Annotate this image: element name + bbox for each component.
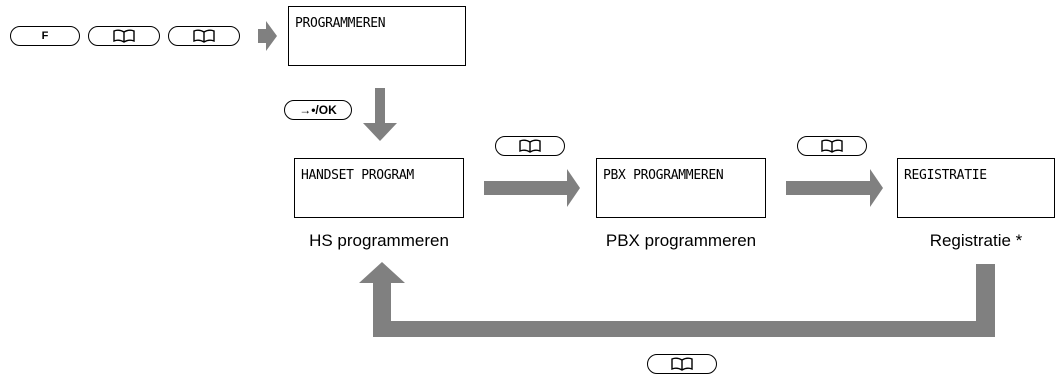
ok-key: →•/OK	[284, 100, 352, 120]
phonebook-key-4	[797, 136, 867, 156]
book-icon	[192, 29, 216, 43]
screen-registratie: REGISTRATIE	[897, 158, 1055, 218]
screen-programmeren-text: PROGRAMMEREN	[295, 16, 386, 31]
phonebook-key-3	[495, 136, 565, 156]
arrow-loop-back	[359, 262, 995, 337]
arrow-hs-to-pbx	[484, 169, 580, 207]
caption-pbx-programmeren: PBX programmeren	[605, 231, 757, 250]
screen-pbx-programmeren-text: PBX PROGRAMMEREN	[603, 168, 724, 183]
phonebook-key-2	[168, 26, 240, 46]
phonebook-key-1	[88, 26, 160, 46]
screen-programmeren: PROGRAMMEREN	[288, 6, 466, 66]
ok-key-label: →•/OK	[299, 103, 337, 117]
book-icon	[518, 139, 542, 153]
arrow-pbx-to-registratie	[786, 169, 883, 207]
phonebook-key-5	[647, 354, 717, 374]
screen-pbx-programmeren: PBX PROGRAMMEREN	[596, 158, 766, 218]
screen-handset-program-text: HANDSET PROGRAM	[301, 168, 414, 183]
caption-registratie: Registratie *	[929, 231, 1023, 250]
book-icon	[820, 139, 844, 153]
f-key: F	[10, 26, 80, 46]
book-icon	[670, 357, 694, 371]
book-icon	[112, 29, 136, 43]
f-key-label: F	[41, 30, 49, 42]
arrow-start-to-programmeren	[258, 21, 277, 51]
arrow-ok-down	[363, 88, 397, 141]
screen-registratie-text: REGISTRATIE	[904, 168, 987, 183]
screen-handset-program: HANDSET PROGRAM	[294, 158, 464, 218]
caption-hs-programmeren: HS programmeren	[309, 231, 449, 250]
